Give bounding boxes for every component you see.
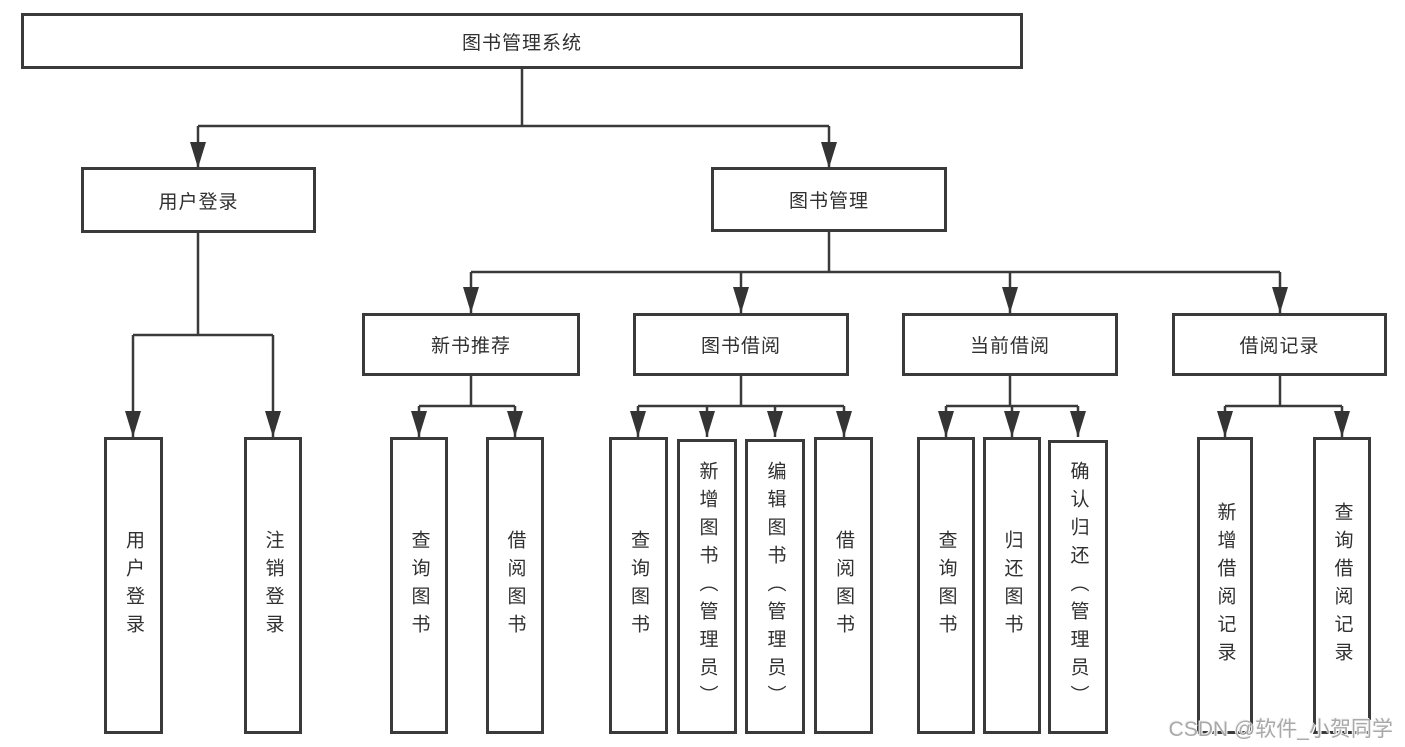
leaf-current-confirm-admin-label: 确认归还（管理员） xyxy=(1067,461,1089,713)
connector-userlogin-to-children xyxy=(131,233,275,437)
node-root-label: 图书管理系统 xyxy=(461,32,582,54)
leaf-borrow-query: 查询图书 xyxy=(609,437,668,734)
connector-root-to-level1 xyxy=(196,69,831,168)
leaf-user-login-label: 用户登录 xyxy=(123,529,144,642)
leaf-logout-label: 注销登录 xyxy=(262,529,284,642)
arrow-down-icon xyxy=(733,287,749,313)
node-borrow-records-label: 借阅记录 xyxy=(1239,336,1320,357)
leaf-records-add-label: 新增借阅记录 xyxy=(1214,501,1236,670)
leaf-newbook-query: 查询图书 xyxy=(390,437,448,734)
leaf-borrow-add-admin: 新增图书（管理员） xyxy=(677,439,737,734)
arrow-down-icon xyxy=(1217,411,1233,437)
leaf-newbook-borrow: 借阅图书 xyxy=(486,437,544,734)
leaf-records-query: 查询借阅记录 xyxy=(1313,437,1371,734)
arrow-down-icon xyxy=(767,411,783,437)
leaf-current-query-label: 查询图书 xyxy=(935,529,957,642)
leaf-user-login: 用户登录 xyxy=(104,437,163,734)
arrow-down-icon xyxy=(190,142,206,168)
arrow-down-icon xyxy=(836,411,852,437)
leaf-borrow-borrow: 借阅图书 xyxy=(814,437,873,734)
node-new-book-recommend-label: 新书推荐 xyxy=(430,336,511,357)
arrow-down-icon xyxy=(411,411,427,437)
node-current-borrow-label: 当前借阅 xyxy=(969,336,1050,357)
leaf-records-add: 新增借阅记录 xyxy=(1197,437,1253,734)
arrowhead-icons xyxy=(125,142,1350,437)
connector-newbook-to-children xyxy=(417,376,517,437)
arrow-down-icon xyxy=(265,411,281,437)
leaf-borrow-edit-admin-label: 编辑图书（管理员） xyxy=(764,460,786,713)
arrow-down-icon xyxy=(1334,411,1350,437)
leaf-newbook-borrow-label: 借阅图书 xyxy=(504,529,526,642)
node-user-login-label: 用户登录 xyxy=(158,191,239,213)
leaf-current-query: 查询图书 xyxy=(917,437,975,734)
leaf-logout: 注销登录 xyxy=(244,437,302,734)
arrow-down-icon xyxy=(125,411,141,437)
node-book-management: 图书管理 xyxy=(711,167,947,232)
leaf-newbook-query-label: 查询图书 xyxy=(408,529,430,642)
arrow-down-icon xyxy=(938,411,954,437)
node-user-login: 用户登录 xyxy=(81,167,316,233)
node-current-borrow: 当前借阅 xyxy=(902,313,1118,376)
connector-records-to-children xyxy=(1223,376,1344,437)
arrow-down-icon xyxy=(821,142,837,168)
leaf-borrow-query-label: 查询图书 xyxy=(628,529,649,642)
node-borrow-records: 借阅记录 xyxy=(1172,313,1387,376)
leaf-current-return: 归还图书 xyxy=(983,437,1041,734)
leaf-records-query-label: 查询借阅记录 xyxy=(1331,501,1353,670)
leaf-borrow-add-admin-label: 新增图书（管理员） xyxy=(696,460,718,713)
arrow-down-icon xyxy=(1272,287,1288,313)
arrow-down-icon xyxy=(630,411,646,437)
arrow-down-icon xyxy=(699,411,715,437)
arrow-down-icon xyxy=(1004,411,1020,437)
node-book-borrow-label: 图书借阅 xyxy=(700,336,781,357)
arrow-down-icon xyxy=(507,411,523,437)
arrow-down-icon xyxy=(1070,411,1086,437)
arrow-down-icon xyxy=(1002,287,1018,313)
node-book-management-label: 图书管理 xyxy=(788,191,869,212)
leaf-current-return-label: 归还图书 xyxy=(1001,529,1023,642)
node-root: 图书管理系统 xyxy=(21,13,1023,69)
csdn-watermark: CSDN @软件_小贺同学 xyxy=(1168,718,1393,741)
leaf-borrow-edit-admin: 编辑图书（管理员） xyxy=(745,439,805,734)
arrow-down-icon xyxy=(463,287,479,313)
connector-borrow-to-children xyxy=(636,376,846,437)
connector-bookmgmt-to-level2 xyxy=(469,232,1282,313)
leaf-borrow-borrow-label: 借阅图书 xyxy=(833,529,854,642)
leaf-current-confirm-admin: 确认归还（管理员） xyxy=(1048,440,1108,734)
node-book-borrow: 图书借阅 xyxy=(633,313,849,376)
node-new-book-recommend: 新书推荐 xyxy=(362,313,580,376)
